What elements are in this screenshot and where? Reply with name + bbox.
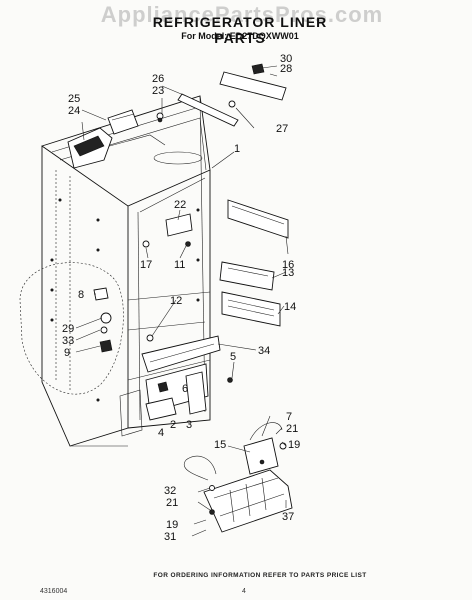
callout-5: 5 bbox=[230, 351, 236, 363]
water-valve-assembly bbox=[183, 422, 293, 533]
callout-3: 3 bbox=[186, 419, 192, 431]
callout-15: 15 bbox=[214, 439, 226, 451]
watermark: AppliancePartsPros.com bbox=[100, 2, 384, 27]
callout-28: 28 bbox=[280, 63, 292, 75]
callout-21-left: 21 bbox=[166, 497, 178, 509]
callout-19-left: 19 bbox=[166, 519, 178, 531]
callout-9: 9 bbox=[64, 347, 70, 359]
callout-34: 34 bbox=[258, 345, 270, 357]
top-rails bbox=[157, 63, 287, 127]
callout-23: 23 bbox=[152, 85, 164, 97]
callout-24: 24 bbox=[68, 105, 80, 117]
callout-4: 4 bbox=[158, 427, 164, 439]
callout-16: 16 bbox=[282, 259, 294, 271]
callout-12: 12 bbox=[170, 295, 182, 307]
dispenser-trough bbox=[119, 335, 233, 437]
callout-25: 25 bbox=[68, 93, 80, 105]
callout-26: 26 bbox=[152, 73, 164, 85]
callout-8: 8 bbox=[78, 289, 84, 301]
callout-27: 27 bbox=[276, 123, 288, 135]
leader-lines bbox=[75, 65, 289, 537]
callout-labels: 1 2 3 4 5 6 7 8 9 11 12 13 14 15 16 17 1… bbox=[62, 53, 300, 543]
diagram-title: REFRIGERATOR LINER PARTS bbox=[152, 14, 328, 46]
callout-21-right: 21 bbox=[286, 423, 298, 435]
document-number: 4316004 bbox=[40, 588, 68, 595]
callout-17: 17 bbox=[140, 259, 152, 271]
bracket-hardware bbox=[142, 213, 193, 342]
model-subtitle: For Model: ED27DQXWW01 bbox=[181, 31, 299, 41]
left-hardware bbox=[93, 287, 113, 353]
callout-13: 13 bbox=[282, 267, 294, 279]
callout-14: 14 bbox=[284, 301, 296, 313]
shelf-supports bbox=[219, 199, 289, 327]
light-housing bbox=[67, 109, 139, 169]
callout-33: 33 bbox=[62, 335, 74, 347]
callout-30: 30 bbox=[280, 53, 292, 65]
callout-1: 1 bbox=[234, 143, 240, 155]
callout-32: 32 bbox=[164, 485, 176, 497]
callout-2: 2 bbox=[170, 419, 176, 431]
callout-11: 11 bbox=[174, 259, 185, 271]
liner-body bbox=[40, 95, 211, 447]
callout-6: 6 bbox=[182, 383, 188, 395]
callout-29: 29 bbox=[62, 323, 74, 335]
callout-37: 37 bbox=[282, 511, 294, 523]
callout-22: 22 bbox=[174, 199, 186, 211]
callout-31: 31 bbox=[164, 531, 176, 543]
callout-7: 7 bbox=[286, 411, 292, 423]
ordering-info-note: FOR ORDERING INFORMATION REFER TO PARTS … bbox=[153, 572, 367, 579]
page-number: 4 bbox=[242, 588, 246, 595]
callout-19-right: 19 bbox=[288, 439, 300, 451]
